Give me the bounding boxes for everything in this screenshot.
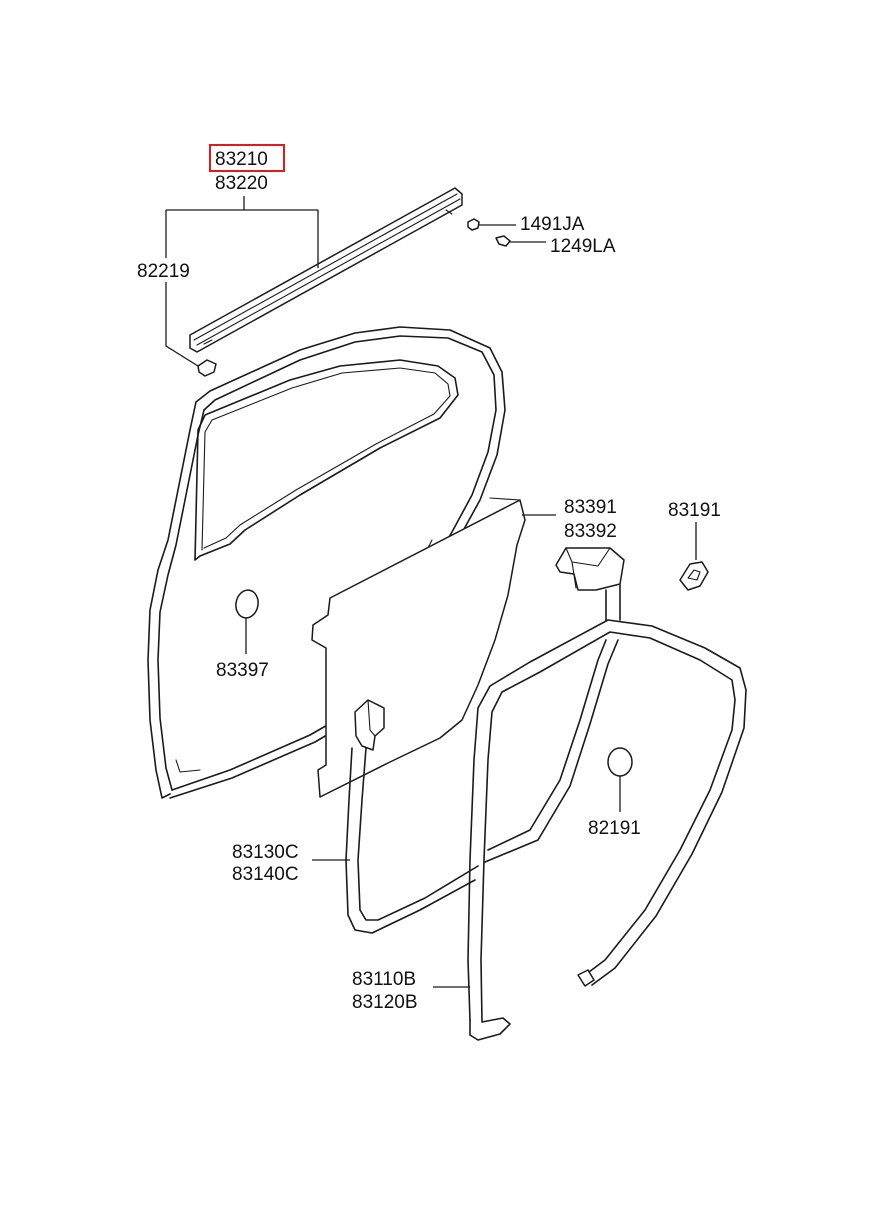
label-83130C[interactable]: 83130C <box>232 842 299 863</box>
label-83392[interactable]: 83392 <box>564 521 617 542</box>
label-82191[interactable]: 82191 <box>588 818 641 839</box>
label-83210[interactable]: 83210 <box>215 149 268 170</box>
label-83110B[interactable]: 83110B <box>352 969 416 990</box>
highlight-box <box>209 144 285 172</box>
grommet[interactable] <box>679 561 709 591</box>
label-83397[interactable]: 83397 <box>216 660 269 681</box>
leader-lines <box>165 196 697 988</box>
label-83140C[interactable]: 83140C <box>232 864 299 885</box>
door-sealing-panel[interactable] <box>311 497 526 798</box>
label-82219[interactable]: 82219 <box>137 261 190 282</box>
retainer-clip[interactable] <box>197 359 217 377</box>
hole-plug-large[interactable] <box>234 588 261 619</box>
label-83191[interactable]: 83191 <box>668 500 721 521</box>
door-opening-weatherstrip[interactable] <box>467 584 747 1041</box>
beltline-weatherstrip[interactable] <box>189 187 463 353</box>
label-1249LA[interactable]: 1249LA <box>550 236 616 257</box>
label-83120B[interactable]: 83120B <box>352 992 418 1013</box>
weatherstrip-bracket[interactable] <box>555 547 625 591</box>
screw-fastener[interactable] <box>495 235 511 247</box>
label-83220[interactable]: 83220 <box>215 173 268 194</box>
label-1491JA[interactable]: 1491JA <box>520 214 585 235</box>
nut-fastener[interactable] <box>467 218 480 231</box>
label-83391[interactable]: 83391 <box>564 497 617 518</box>
hole-plug-small[interactable] <box>607 747 633 777</box>
body-side-weatherstrip[interactable] <box>345 747 479 934</box>
connector-bracket[interactable] <box>354 699 385 751</box>
